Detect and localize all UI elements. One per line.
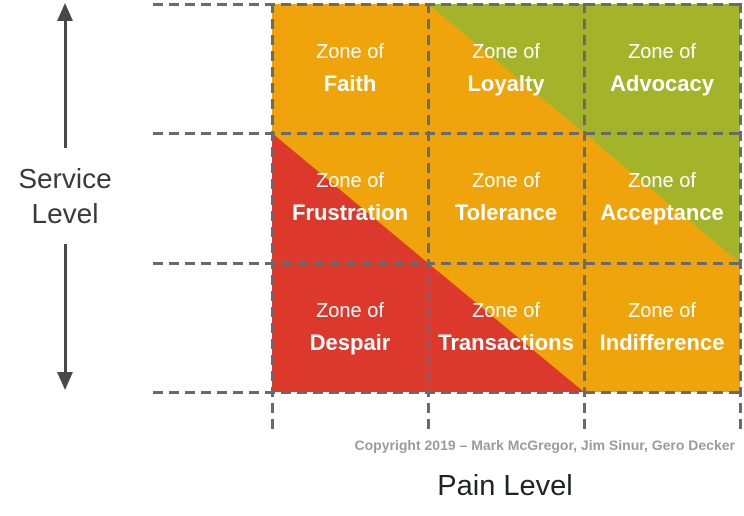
zone-prefix: Zone of — [472, 299, 540, 322]
service-level-label-line2: Level — [31, 198, 99, 229]
zone-name: Tolerance — [454, 200, 558, 226]
grid-dashed-line-vertical-col1 — [427, 3, 430, 433]
zone-name: Frustration — [291, 200, 409, 226]
zone-prefix: Zone of — [472, 41, 540, 64]
zone-prefix: Zone of — [316, 41, 384, 64]
zone-cell-advocacy: Zone of Advocacy — [584, 4, 740, 134]
zone-cell-indifference: Zone of Indifference — [584, 262, 740, 392]
zone-prefix: Zone of — [472, 170, 540, 193]
zone-prefix: Zone of — [316, 299, 384, 322]
arrow-down-icon — [57, 372, 73, 390]
pain-level-axis-label: Pain Level — [423, 460, 587, 513]
grid-dashed-line-horizontal-top — [153, 3, 742, 6]
service-level-label-line1: Service — [18, 163, 112, 194]
zone-name: Loyalty — [467, 71, 545, 97]
zone-name: Indifference — [599, 329, 725, 355]
zone-prefix: Zone of — [628, 299, 696, 322]
grid-dashed-line-horizontal-row1 — [153, 132, 742, 135]
arrow-up-icon — [57, 3, 73, 21]
grid-dashed-line-vertical-right — [739, 3, 742, 433]
service-level-axis-label: Service Level — [3, 148, 127, 244]
zone-name: Advocacy — [610, 71, 714, 97]
pain-level-label-text: Pain Level — [437, 470, 573, 502]
grid-dashed-line-vertical-col2 — [583, 3, 586, 433]
zone-cell-despair: Zone of Despair — [272, 262, 428, 392]
zone-cell-faith: Zone of Faith — [272, 4, 428, 134]
zone-cell-tolerance: Zone of Tolerance — [428, 133, 584, 263]
zone-cell-acceptance: Zone of Acceptance — [584, 133, 740, 263]
zone-grid: Zone of Faith Zone of Loyalty Zone of Ad… — [272, 4, 740, 392]
zone-prefix: Zone of — [628, 41, 696, 64]
zone-name: Faith — [323, 71, 377, 97]
zone-name: Acceptance — [600, 200, 724, 226]
zone-prefix: Zone of — [316, 170, 384, 193]
copyright-text: Copyright 2019 – Mark McGregor, Jim Sinu… — [354, 437, 735, 453]
zone-cell-loyalty: Zone of Loyalty — [428, 4, 584, 134]
grid-dashed-line-horizontal-bottom — [153, 391, 742, 394]
zone-prefix: Zone of — [628, 170, 696, 193]
zone-name: Despair — [309, 329, 391, 355]
zone-cell-frustration: Zone of Frustration — [272, 133, 428, 263]
zone-name: Transactions — [438, 329, 574, 355]
grid-dashed-line-vertical-left — [271, 3, 274, 433]
zone-cell-transactions: Zone of Transactions — [428, 262, 584, 392]
grid-dashed-line-horizontal-row2 — [153, 262, 742, 265]
